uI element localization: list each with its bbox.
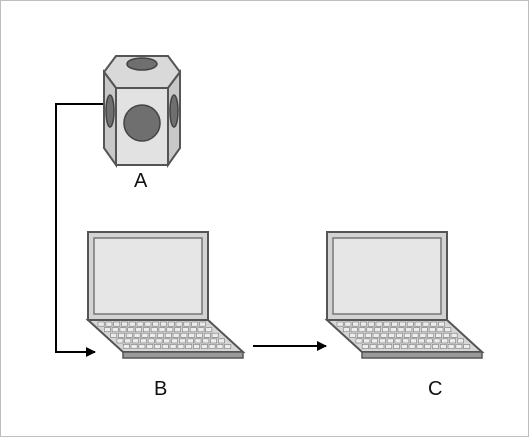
node-b-label: B — [154, 378, 168, 400]
node-c-label: C — [428, 378, 443, 400]
device-a-icon — [102, 55, 182, 169]
edge-a-to-b — [55, 103, 103, 357]
node-a-label: A — [134, 170, 148, 192]
laptop-c-icon — [324, 231, 485, 359]
laptop-b-icon — [85, 231, 246, 359]
